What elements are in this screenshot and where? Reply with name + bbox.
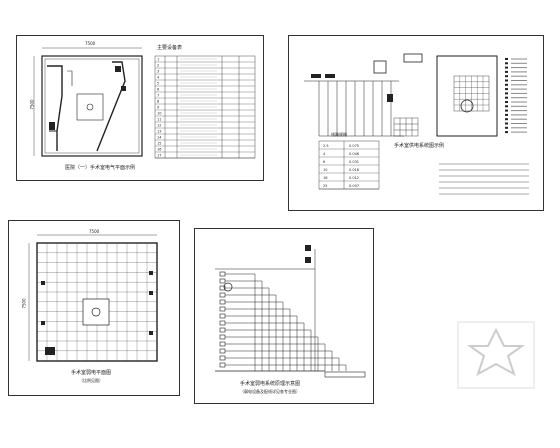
table-cell: 0.007 [349, 184, 359, 188]
table-cell: 4 [323, 152, 326, 156]
legend-row-number: 17 [157, 154, 161, 158]
table-cell: 0.012 [349, 176, 359, 180]
electrical-plan-caption: 医院（一）手术室电气平面示例 [65, 165, 136, 171]
sheet-weak-current-system: 手术室弱电系统原理示意图 （弱电设备及配线详见各专业图） [194, 228, 374, 404]
table-cell: 0.031 [349, 160, 359, 164]
legend-row-number: 6 [157, 88, 159, 92]
table-cell: 16 [323, 176, 327, 180]
legend-row-number: 11 [157, 118, 161, 122]
legend-row-number: 5 [157, 82, 159, 86]
power-table-title: 线路规格 [331, 132, 347, 137]
table-cell: 2.5 [323, 144, 329, 148]
weak-current-system-caption: 手术室弱电系统原理示意图 [240, 381, 301, 387]
weak-plan-dim-top: 7500 [89, 229, 100, 234]
table-cell: 6 [323, 160, 325, 164]
legend-row-number: 14 [157, 136, 162, 140]
power-system-caption: 手术室供电系统图示例 [394, 143, 445, 149]
legend-row-number: 15 [157, 142, 161, 146]
table-cell: 0.075 [349, 144, 359, 148]
plan-dim-side: 7500 [29, 99, 35, 110]
legend-row-number: 16 [157, 148, 161, 152]
legend-title: 主要设备表 [157, 45, 183, 51]
legend-row-number: 1 [157, 58, 159, 62]
sheet-weak-current-plan: 7500 7500 手术室弱电平面图 （比例见图） [8, 220, 180, 396]
legend-row-number: 2 [157, 64, 159, 68]
legend-row-number: 13 [157, 130, 161, 134]
legend-row-number: 3 [157, 70, 159, 74]
table-cell: 0.046 [349, 152, 359, 156]
legend-row-number: 12 [157, 124, 161, 128]
power-system-drawing: 2.5 0.075 4 0.046 6 0.031 10 0.018 16 0.012 25 0.00… [304, 53, 529, 195]
sheet-power-system: 2.5 0.075 4 0.046 6 0.031 10 0.018 16 0.012 25 0.00… [288, 35, 544, 211]
legend-row-number: 9 [157, 106, 159, 110]
legend-row-number: 4 [157, 76, 160, 80]
weak-current-plan-subcaption: （比例见图） [79, 378, 103, 383]
table-cell: 0.018 [349, 168, 359, 172]
table-cell: 25 [323, 184, 327, 188]
legend-row-number: 10 [157, 112, 161, 116]
legend-row-number: 8 [157, 100, 159, 104]
plan-dim-top: 7500 [85, 41, 96, 46]
watermark-stamp [457, 321, 535, 389]
legend-row-number: 7 [157, 94, 159, 98]
weak-plan-dim-side: 7500 [21, 298, 27, 309]
weak-current-system-subcaption: （弱电设备及配线详见各专业图） [240, 389, 300, 394]
weak-current-system-drawing [215, 245, 366, 378]
weak-current-plan-drawing [28, 234, 158, 362]
table-cell: 10 [323, 168, 327, 172]
weak-current-plan-caption: 手术室弱电平面图 [71, 370, 112, 376]
